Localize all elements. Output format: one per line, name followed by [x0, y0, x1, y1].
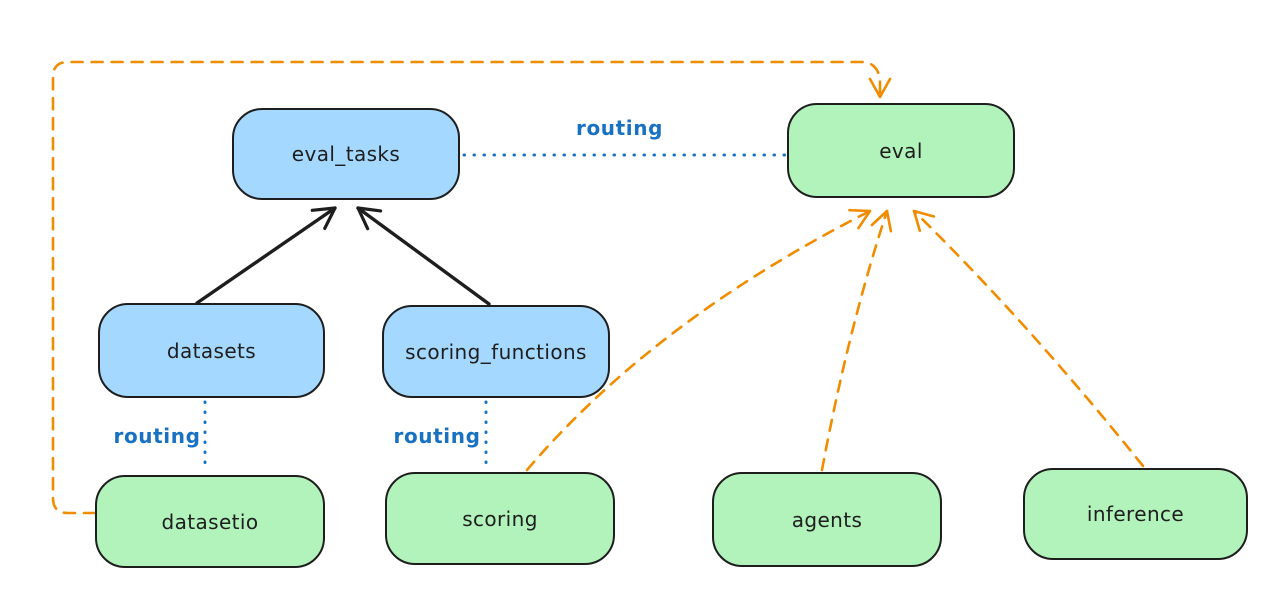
- node-label: scoring: [462, 506, 538, 531]
- node-scoring: scoring: [385, 472, 615, 565]
- node-scoring-functions: scoring_functions: [382, 305, 610, 398]
- edge-label-routing: routing: [113, 424, 201, 448]
- node-datasets: datasets: [98, 303, 325, 398]
- node-label: eval_tasks: [291, 142, 401, 166]
- node-label: datasetio: [161, 509, 259, 534]
- edge-agents-to-eval: [820, 209, 893, 472]
- node-label: agents: [791, 507, 863, 532]
- node-label: eval: [879, 138, 923, 163]
- node-label: inference: [1086, 502, 1185, 526]
- edge-label-routing: routing: [575, 116, 663, 140]
- node-inference: inference: [1023, 468, 1248, 560]
- node-agents: agents: [712, 472, 942, 567]
- node-datasetio: datasetio: [95, 475, 325, 568]
- node-label: datasets: [166, 338, 257, 363]
- edge-scoring-functions-to-eval-tasks: [356, 206, 491, 306]
- node-eval-tasks: eval_tasks: [232, 108, 460, 200]
- edge-label-routing: routing: [393, 424, 481, 448]
- edge-inference-to-eval: [912, 209, 1145, 468]
- node-label: scoring_functions: [405, 339, 587, 364]
- edge-datasets-to-eval-tasks: [195, 206, 337, 305]
- node-eval: eval: [787, 103, 1015, 198]
